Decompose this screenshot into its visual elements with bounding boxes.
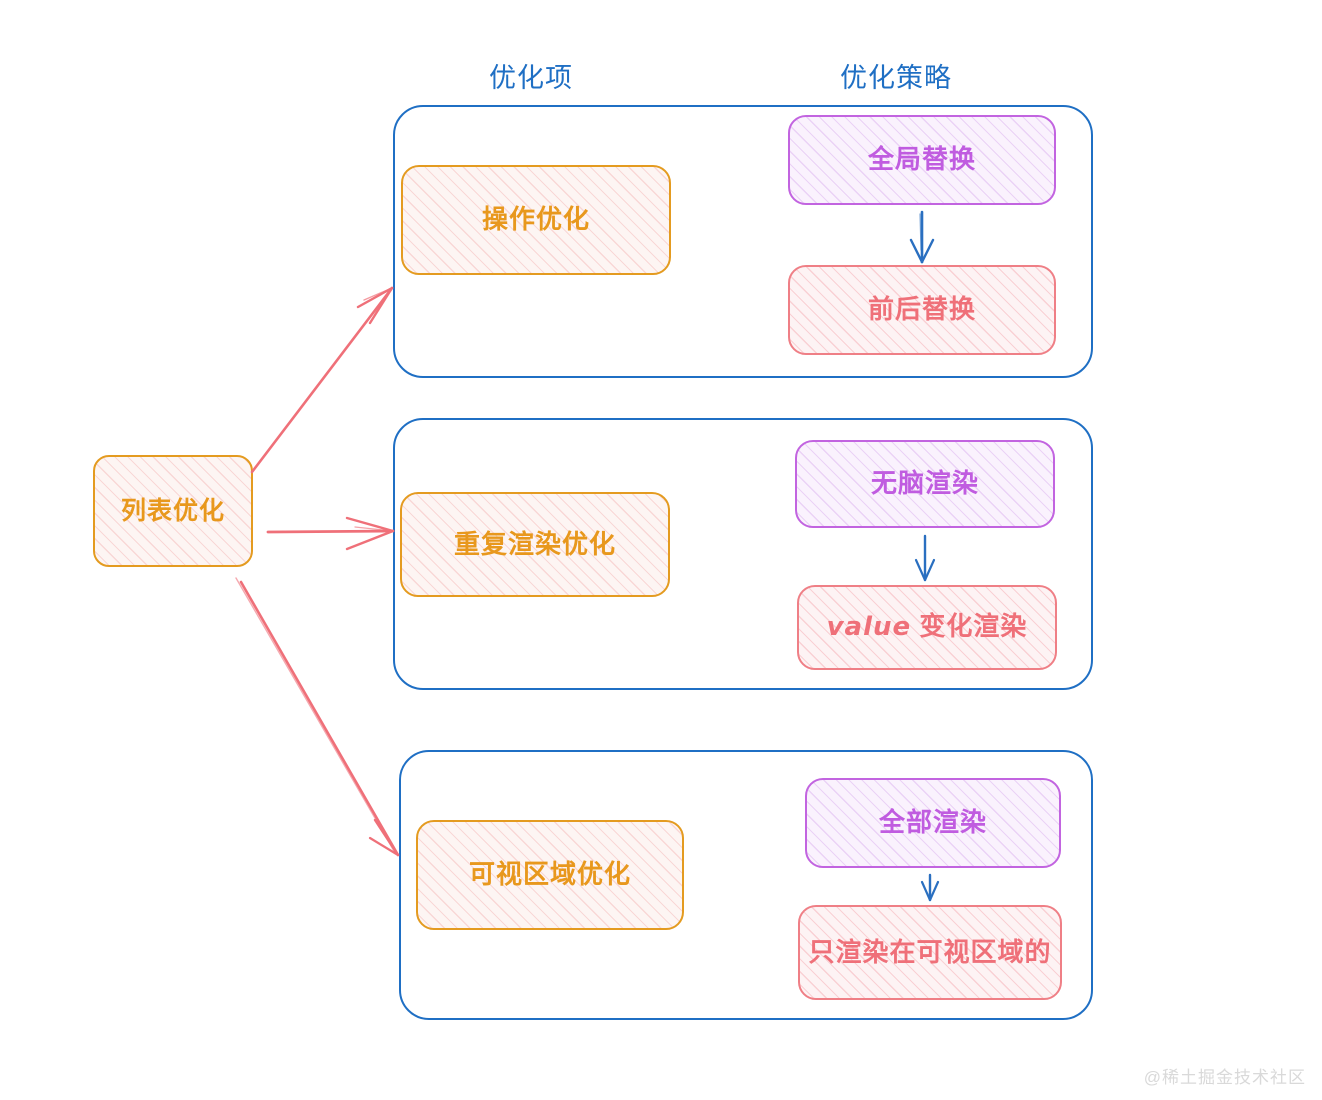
group-container-viewport — [399, 750, 1093, 1020]
edge-root-to-rerender — [266, 516, 395, 551]
node-viewport-optimization-label: 可视区域优化 — [468, 859, 631, 890]
node-blind-render-label: 无脑渲染 — [870, 468, 979, 499]
edge-root-to-viewport — [235, 577, 400, 857]
node-blind-render[interactable]: 无脑渲染 — [795, 440, 1055, 528]
group-container-operation — [393, 105, 1093, 378]
column-header-optimization-strategy: 优化策略 — [840, 63, 952, 93]
node-rerender-optimization-label: 重复渲染优化 — [453, 528, 616, 559]
root-node-label: 列表优化 — [120, 497, 225, 525]
node-render-only-visible-label: 只渲染在可视区域的 — [808, 936, 1052, 967]
edge-root-to-operation — [250, 286, 394, 474]
node-value-change-render-label: value 变化渲染 — [826, 611, 1028, 643]
watermark: @稀土掘金技术社区 — [1143, 1068, 1306, 1087]
node-global-replace-label: 全局替换 — [867, 144, 976, 175]
node-viewport-optimization[interactable]: 可视区域优化 — [416, 820, 684, 930]
node-value-change-render[interactable]: value 变化渲染 — [797, 585, 1057, 670]
root-node-list-optimization[interactable]: 列表优化 — [93, 455, 253, 567]
node-global-replace[interactable]: 全局替换 — [788, 115, 1056, 205]
node-render-all[interactable]: 全部渲染 — [805, 778, 1061, 868]
node-before-after-replace-label: 前后替换 — [867, 294, 976, 325]
node-rerender-optimization[interactable]: 重复渲染优化 — [400, 492, 670, 597]
node-render-only-visible[interactable]: 只渲染在可视区域的 — [798, 905, 1062, 1000]
group-container-rerender — [393, 418, 1093, 690]
node-operation-optimization-label: 操作优化 — [481, 204, 590, 235]
node-before-after-replace[interactable]: 前后替换 — [788, 265, 1056, 355]
node-operation-optimization[interactable]: 操作优化 — [401, 165, 671, 275]
column-header-optimization-item: 优化项 — [489, 63, 573, 93]
node-render-all-label: 全部渲染 — [878, 807, 987, 838]
